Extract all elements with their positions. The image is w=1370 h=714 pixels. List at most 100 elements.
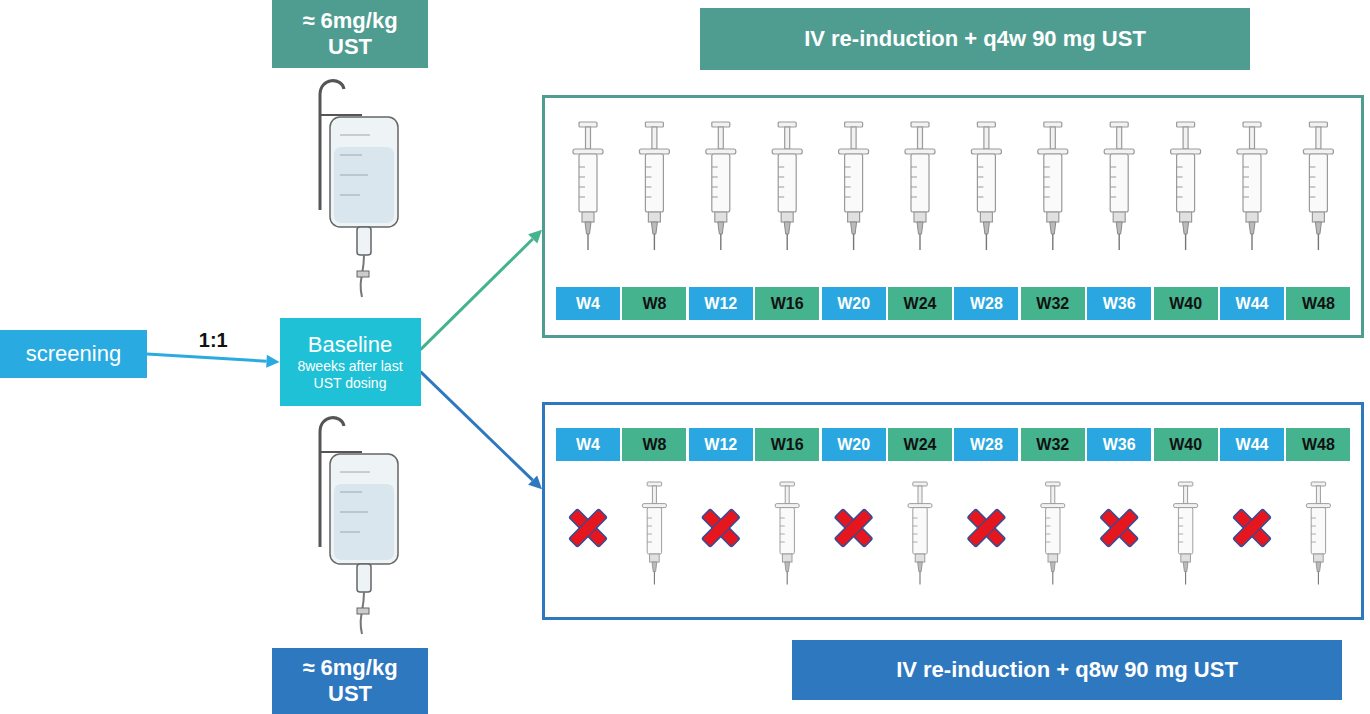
syringe-symbol: [639, 122, 669, 250]
syringe-symbol: [706, 122, 736, 250]
week-cell: W32: [1021, 428, 1085, 461]
label-text: W32: [1036, 294, 1069, 313]
syringe-symbol: [1174, 482, 1198, 584]
label-text: W20: [837, 294, 870, 313]
connector-line: [147, 354, 267, 361]
syringe-symbol: [775, 482, 799, 584]
label-text: W28: [970, 435, 1003, 454]
label-text: Baseline: [308, 332, 392, 358]
cross-mark: [569, 509, 607, 547]
label-text: W24: [904, 294, 937, 313]
syringe-symbol: [1303, 122, 1333, 250]
week-cell: W12: [689, 428, 753, 461]
week-cell: W16: [755, 287, 819, 320]
label-text: W32: [1036, 435, 1069, 454]
cross-mark: [967, 509, 1005, 547]
connector-arrow: [147, 354, 280, 368]
week-cell: W16: [755, 428, 819, 461]
label-text: screening: [26, 341, 121, 367]
syringe-symbol: [573, 122, 603, 250]
week-cell: W36: [1087, 428, 1151, 461]
week-cell: W28: [954, 428, 1018, 461]
syringe-symbol: [1104, 122, 1134, 250]
syringe-symbol: [971, 122, 1001, 250]
label-text: W12: [704, 435, 737, 454]
label-text: IV re-induction + q8w 90 mg UST: [896, 657, 1238, 683]
label-text: W8: [642, 435, 666, 454]
connector-line: [421, 239, 533, 350]
schedule-frame: IV re-induction + q8w 90 mg USTW4W8W12W1…: [542, 402, 1364, 620]
syringe-symbol: [1237, 122, 1267, 250]
dose-box: ≈ 6mg/kg UST: [272, 0, 428, 68]
label-text: W4: [576, 294, 600, 313]
week-cell: W12: [689, 287, 753, 320]
cross-mark: [1100, 509, 1138, 547]
label-text: W44: [1236, 294, 1269, 313]
syringe-symbol: [905, 122, 935, 250]
week-cell: W24: [888, 287, 952, 320]
label-text: W40: [1169, 435, 1202, 454]
label-text: ≈ 6mg/kg UST: [288, 655, 413, 708]
week-cell: W40: [1154, 428, 1218, 461]
heading-box: IV re-induction + q8w 90 mg UST: [792, 640, 1342, 700]
label-text: ≈ 6mg/kg UST: [288, 8, 413, 61]
cross-mark: [702, 509, 740, 547]
arrow-head: [266, 355, 279, 368]
syringe-symbol: [772, 122, 802, 250]
week-cell: W48: [1286, 287, 1350, 320]
label-text: IV re-induction + q4w 90 mg UST: [804, 26, 1146, 52]
label-text: W44: [1236, 435, 1269, 454]
week-cell: W48: [1286, 428, 1350, 461]
week-cell: W8: [622, 428, 686, 461]
week-cell: W40: [1154, 287, 1218, 320]
syringe-symbol: [908, 482, 932, 584]
week-cell: W36: [1087, 287, 1151, 320]
cross-mark: [1233, 509, 1271, 547]
label-text: 8weeks after last UST dosing: [288, 358, 413, 392]
syringe-symbol: [1171, 122, 1201, 250]
syringe-symbol: [1041, 482, 1065, 584]
label-text: W36: [1103, 294, 1136, 313]
syringe-symbol: [642, 482, 666, 584]
iv-bag: [320, 418, 398, 634]
label-text: W12: [704, 294, 737, 313]
iv-bag: [320, 81, 398, 297]
label-text: W40: [1169, 294, 1202, 313]
dose-box: ≈ 6mg/kg UST: [272, 648, 428, 714]
syringe-symbol: [839, 122, 869, 250]
arrow-head: [528, 475, 542, 489]
label-text: W20: [837, 435, 870, 454]
schedule-frame: IV re-induction + q4w 90 mg USTW4W8W12W1…: [542, 95, 1364, 338]
connector-line: [421, 372, 533, 480]
process-box: screening: [0, 330, 147, 378]
baseline-box: Baseline8weeks after last UST dosing: [280, 318, 421, 406]
label-text: W28: [970, 294, 1003, 313]
heading-box: IV re-induction + q4w 90 mg UST: [700, 8, 1250, 70]
label-text: W48: [1302, 294, 1335, 313]
week-cell: W44: [1220, 428, 1284, 461]
label-text: W4: [576, 435, 600, 454]
label-text: W36: [1103, 435, 1136, 454]
week-cell: W32: [1021, 287, 1085, 320]
label-text: W16: [771, 294, 804, 313]
week-cell: W4: [556, 287, 620, 320]
week-cell: W20: [822, 428, 886, 461]
arrow-head: [528, 230, 542, 244]
week-cell: W28: [954, 287, 1018, 320]
connector-arrow: [421, 372, 543, 490]
label-text: W24: [904, 435, 937, 454]
edge-label: 1:1: [196, 328, 231, 352]
syringe-symbol: [1306, 482, 1330, 584]
connector-arrow: [421, 230, 543, 350]
week-cell: W44: [1220, 287, 1284, 320]
week-cell: W24: [888, 428, 952, 461]
week-cell: W8: [622, 287, 686, 320]
week-cell: W20: [822, 287, 886, 320]
label-text: W8: [642, 294, 666, 313]
week-cell: W4: [556, 428, 620, 461]
syringe-symbol: [1038, 122, 1068, 250]
cross-mark: [835, 509, 873, 547]
label-text: W16: [771, 435, 804, 454]
